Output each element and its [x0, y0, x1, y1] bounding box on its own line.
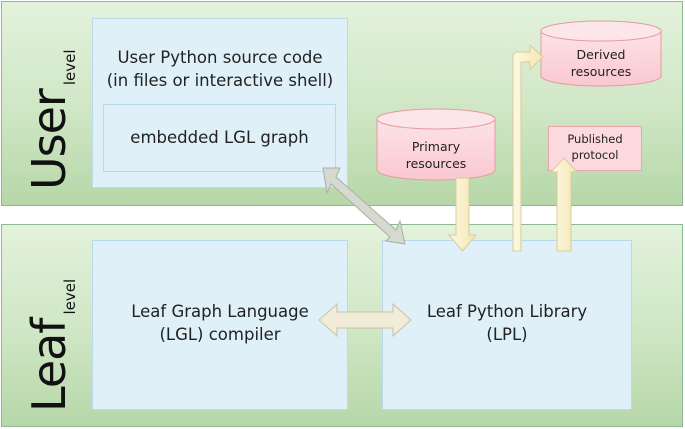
lpl-label: Leaf Python Library (LPL)	[382, 300, 632, 346]
primary-resources-line2: resources	[405, 156, 467, 171]
lpl-to-derived-arrow	[512, 43, 544, 252]
embedded-graph-label: embedded LGL graph	[130, 128, 309, 147]
compiler-lpl-double-arrow	[318, 302, 412, 338]
derived-resources-line2: resources	[570, 64, 632, 79]
lpl-to-protocol-arrow	[549, 157, 579, 252]
user-source-label: User Python source code (in files or int…	[92, 46, 348, 92]
lpl-line2: (LPL)	[486, 325, 528, 344]
derived-resources-line1: Derived	[576, 47, 626, 62]
primary-resources-line1: Primary	[411, 139, 461, 154]
derived-resources-label: Derived resources	[541, 46, 661, 80]
user-source-line2: (in files or interactive shell)	[106, 71, 334, 90]
lgl-compiler-line1: Leaf Graph Language	[131, 302, 309, 321]
published-protocol-label: Published protocol	[548, 131, 642, 163]
source-lpl-double-arrow	[322, 167, 406, 245]
primary-to-lpl-arrow	[447, 177, 478, 252]
lgl-compiler-box	[92, 240, 348, 410]
lgl-compiler-line2: (LGL) compiler	[159, 325, 281, 344]
published-protocol-line1: Published	[567, 132, 623, 146]
lpl-line1: Leaf Python Library	[426, 302, 588, 321]
lgl-compiler-label: Leaf Graph Language (LGL) compiler	[92, 300, 348, 346]
primary-resources-label: Primary resources	[377, 138, 495, 172]
embedded-graph-box	[103, 104, 336, 172]
primary-resources-cylinder	[376, 108, 496, 181]
derived-resources-cylinder	[540, 20, 662, 87]
lpl-box	[382, 240, 632, 410]
published-protocol-line2: protocol	[571, 148, 619, 162]
user-source-line1: User Python source code	[117, 48, 323, 67]
